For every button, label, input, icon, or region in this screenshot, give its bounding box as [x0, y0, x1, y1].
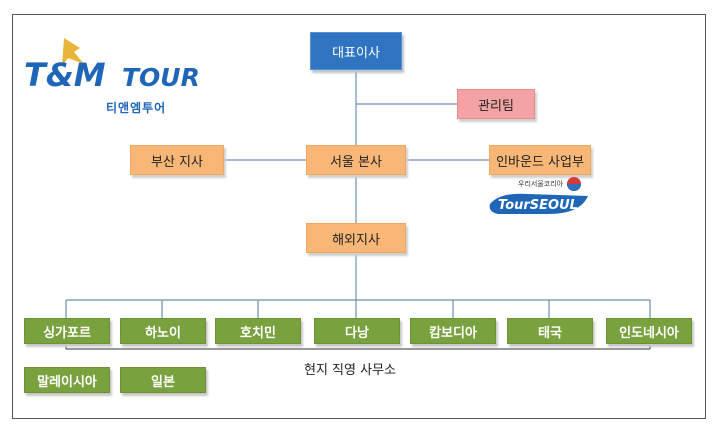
branch-label: 하노이	[145, 325, 181, 341]
logo-brand-suffix: TOUR	[122, 63, 200, 92]
overseas-branch-box: 해외지사	[306, 223, 406, 253]
branch-label: 다낭	[345, 325, 369, 341]
branch-label: 호치민	[240, 325, 276, 341]
branch-box: 싱가포르	[24, 318, 110, 344]
seoul-hq-box: 서울 본사	[306, 145, 406, 175]
management-team-box: 관리팀	[457, 89, 535, 119]
seoul-hq-label: 서울 본사	[330, 154, 382, 170]
overseas-branch-label: 해외지사	[332, 232, 380, 248]
branch-box: 태국	[507, 318, 593, 344]
tour-seoul-name: TourSEOUL	[498, 198, 578, 213]
org-chart-frame	[12, 14, 706, 419]
extra-branch-label: 말레이시아	[37, 374, 97, 390]
tm-tour-logo: T&M TOUR 티앤엠투어	[24, 38, 200, 115]
branch-box: 호치민	[215, 318, 301, 344]
extra-branch-label: 일본	[151, 374, 175, 390]
inbound-division-box: 인바운드 사업부	[489, 145, 591, 175]
local-offices-label: 현지 직영 사무소	[304, 363, 396, 378]
logo-flag-shape	[62, 38, 84, 66]
tour-seoul-logo: 우리서울코리아 TourSEOUL	[489, 177, 588, 214]
extra-branch-box: 말레이시아	[24, 367, 110, 393]
logo-brand-prefix: T&M	[24, 56, 106, 94]
logo-korean-name: 티앤엠투어	[106, 100, 166, 115]
busan-branch-label: 부산 지사	[151, 154, 203, 170]
branch-label: 싱가포르	[43, 325, 91, 341]
branch-box: 캄보디아	[410, 318, 496, 344]
extra-branch-box: 일본	[120, 367, 206, 393]
branch-box: 다낭	[314, 318, 400, 344]
branch-label: 인도네시아	[619, 325, 679, 341]
branch-box: 인도네시아	[606, 318, 692, 344]
busan-branch-box: 부산 지사	[130, 145, 224, 175]
tour-seoul-swoosh	[489, 193, 588, 214]
management-team-label: 관리팀	[478, 98, 514, 114]
branch-box: 하노이	[120, 318, 206, 344]
branch-label: 태국	[538, 325, 562, 341]
inbound-division-label: 인바운드 사업부	[496, 154, 584, 170]
branch-label: 캄보디아	[429, 325, 477, 341]
ceo-label: 대표이사	[332, 45, 380, 61]
ceo-box: 대표이사	[310, 32, 402, 70]
tour-seoul-script: 우리서울코리아	[518, 179, 564, 188]
